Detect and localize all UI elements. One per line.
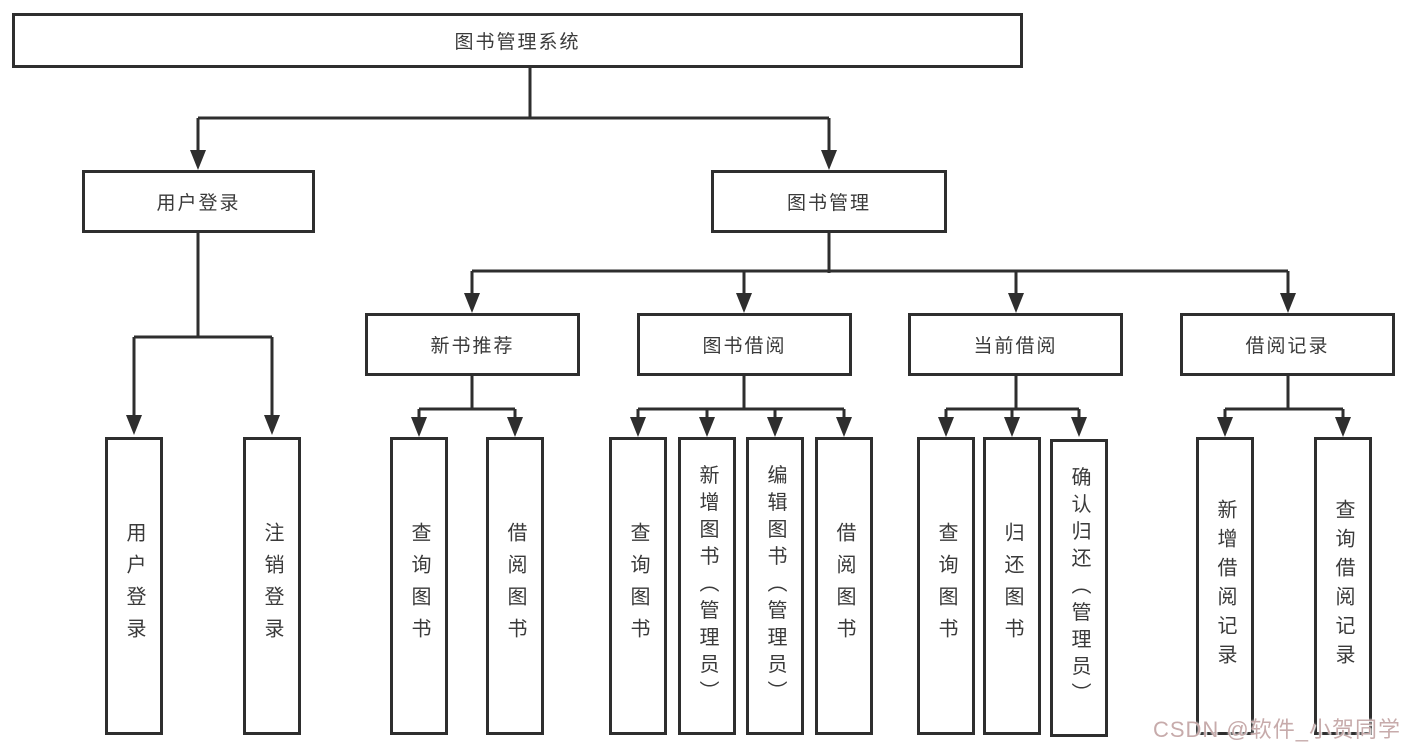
- connector-drop-leaf-user-login: [132, 337, 136, 415]
- connector-drop-bb-edit: [773, 409, 777, 419]
- arrowhead-cb-confirm: [1071, 417, 1087, 437]
- leaf-nb-borrow-books-label: 借阅图书: [504, 522, 526, 650]
- leaf-user-login: 用户登录: [105, 437, 163, 735]
- leaf-bb-borrow-books: 借阅图书: [815, 437, 873, 735]
- node-book-management: 图书管理: [711, 170, 947, 233]
- node-new-book-recommend: 新书推荐: [365, 313, 580, 376]
- connector-book-management-stem: [827, 233, 831, 273]
- leaf-cb-query-books: 查询图书: [917, 437, 975, 735]
- leaf-logout: 注销登录: [243, 437, 301, 735]
- arrowhead-book-borrow: [736, 293, 752, 313]
- leaf-cb-confirm-return-admin: 确认归还（管理员）: [1050, 439, 1108, 737]
- connector-br-split: [1225, 407, 1343, 411]
- connector-drop-borrow-records: [1286, 271, 1290, 295]
- leaf-user-login-label: 用户登录: [123, 522, 145, 650]
- leaf-bb-edit-books-admin: 编辑图书（管理员）: [746, 437, 804, 735]
- node-borrow-records-label: 借阅记录: [1245, 336, 1330, 357]
- arrowhead-nb-query: [411, 417, 427, 437]
- leaf-bb-add-books-admin-label: 新增图书（管理员）: [696, 464, 718, 708]
- connector-bb-split: [638, 407, 844, 411]
- leaf-bb-query-books: 查询图书: [609, 437, 667, 735]
- leaf-br-query-record-label: 查询借阅记录: [1332, 499, 1354, 673]
- leaf-bb-borrow-books-label: 借阅图书: [833, 522, 855, 650]
- connector-bb-stem: [742, 376, 746, 409]
- leaf-nb-borrow-books: 借阅图书: [486, 437, 544, 735]
- connector-level1-split: [198, 116, 829, 120]
- connector-drop-br-add: [1223, 409, 1227, 419]
- node-borrow-records: 借阅记录: [1180, 313, 1395, 376]
- leaf-br-add-record-label: 新增借阅记录: [1214, 499, 1236, 673]
- connector-drop-nb-query: [417, 409, 421, 419]
- leaf-nb-query-books: 查询图书: [390, 437, 448, 735]
- node-new-book-recommend-label: 新书推荐: [430, 336, 515, 357]
- connector-drop-bb-borrow: [842, 409, 846, 419]
- arrowhead-leaf-logout: [264, 415, 280, 435]
- arrowhead-bb-borrow: [836, 417, 852, 437]
- leaf-br-add-record: 新增借阅记录: [1196, 437, 1254, 735]
- leaf-bb-edit-books-admin-label: 编辑图书（管理员）: [764, 464, 786, 708]
- node-book-management-label: 图书管理: [786, 193, 871, 214]
- leaf-cb-return-books-label: 归还图书: [1001, 522, 1023, 650]
- leaf-br-query-record: 查询借阅记录: [1314, 437, 1372, 735]
- connector-drop-cb-return: [1010, 409, 1014, 419]
- connector-user-login-split: [134, 335, 272, 339]
- connector-drop-new-book-recommend: [470, 271, 474, 295]
- node-root: 图书管理系统: [12, 13, 1023, 68]
- connector-nbr-stem: [470, 376, 474, 409]
- connector-drop-user-login: [196, 118, 200, 152]
- connector-drop-leaf-logout: [270, 337, 274, 415]
- arrowhead-bb-query: [630, 417, 646, 437]
- leaf-cb-query-books-label: 查询图书: [935, 522, 957, 650]
- arrowhead-br-add: [1217, 417, 1233, 437]
- leaf-logout-label: 注销登录: [261, 522, 283, 650]
- arrowhead-bb-edit: [767, 417, 783, 437]
- arrowhead-br-query: [1335, 417, 1351, 437]
- arrowhead-book-management: [821, 150, 837, 170]
- leaf-cb-return-books: 归还图书: [983, 437, 1041, 735]
- csdn-watermark: CSDN @软件_小贺同学: [1152, 717, 1401, 742]
- arrowhead-cb-return: [1004, 417, 1020, 437]
- connector-user-login-stem: [196, 233, 200, 337]
- node-root-label: 图书管理系统: [454, 32, 581, 53]
- arrowhead-new-book-recommend: [464, 293, 480, 313]
- connector-drop-bb-query: [636, 409, 640, 419]
- leaf-bb-add-books-admin: 新增图书（管理员）: [678, 437, 736, 735]
- node-book-borrow: 图书借阅: [637, 313, 852, 376]
- node-user-login: 用户登录: [82, 170, 315, 233]
- connector-drop-book-management: [827, 118, 831, 152]
- arrowhead-bb-add: [699, 417, 715, 437]
- connector-drop-bb-add: [705, 409, 709, 419]
- node-user-login-label: 用户登录: [156, 193, 241, 214]
- leaf-cb-confirm-return-admin-label: 确认归还（管理员）: [1068, 466, 1090, 710]
- arrowhead-user-login: [190, 150, 206, 170]
- connector-root-stem: [528, 68, 532, 118]
- connector-drop-cb-confirm: [1077, 409, 1081, 419]
- leaf-bb-query-books-label: 查询图书: [627, 522, 649, 650]
- connector-drop-book-borrow: [742, 271, 746, 295]
- arrowhead-leaf-user-login: [126, 415, 142, 435]
- node-book-borrow-label: 图书借阅: [702, 336, 787, 357]
- connector-drop-nb-borrow: [513, 409, 517, 419]
- node-current-borrow: 当前借阅: [908, 313, 1123, 376]
- arrowhead-cb-query: [938, 417, 954, 437]
- arrowhead-borrow-records: [1280, 293, 1296, 313]
- arrowhead-current-borrow: [1008, 293, 1024, 313]
- connector-cb-stem: [1014, 376, 1018, 409]
- connector-drop-br-query: [1341, 409, 1345, 419]
- connector-level3-split: [472, 269, 1288, 273]
- leaf-nb-query-books-label: 查询图书: [408, 522, 430, 650]
- connector-nbr-split: [419, 407, 515, 411]
- connector-br-stem: [1286, 376, 1290, 409]
- connector-drop-cb-query: [944, 409, 948, 419]
- connector-drop-current-borrow: [1014, 271, 1018, 295]
- arrowhead-nb-borrow: [507, 417, 523, 437]
- node-current-borrow-label: 当前借阅: [973, 336, 1058, 357]
